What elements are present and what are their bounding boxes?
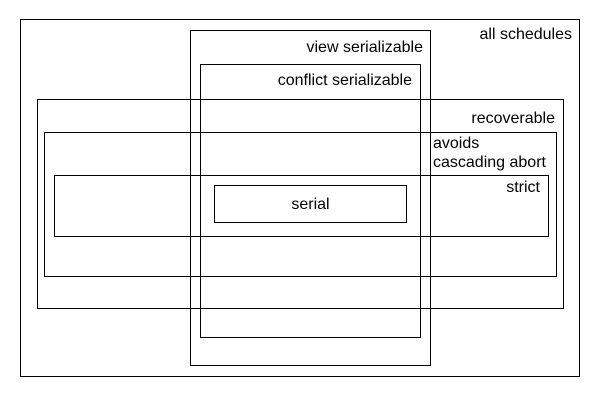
label-strict: strict	[506, 179, 540, 196]
label-view-serializable: view serializable	[306, 39, 424, 56]
label-serial: serial	[291, 196, 330, 213]
label-avoids-cascading-abort: avoids cascading abort	[433, 134, 546, 172]
region-recoverable	[37, 99, 564, 309]
label-recoverable: recoverable	[471, 110, 555, 127]
region-conflict-serializable	[200, 64, 421, 338]
region-strict	[54, 175, 549, 237]
region-serial	[214, 185, 407, 223]
region-view-serializable	[190, 30, 431, 366]
region-all-schedules	[20, 19, 580, 377]
label-avoids-cascading-abort-line2: cascading abort	[433, 154, 546, 171]
label-avoids-cascading-abort-line1: avoids	[433, 135, 480, 152]
region-avoids-cascading-abort	[44, 132, 557, 277]
label-all-schedules: all schedules	[479, 26, 573, 43]
label-conflict-serializable: conflict serializable	[277, 72, 412, 89]
